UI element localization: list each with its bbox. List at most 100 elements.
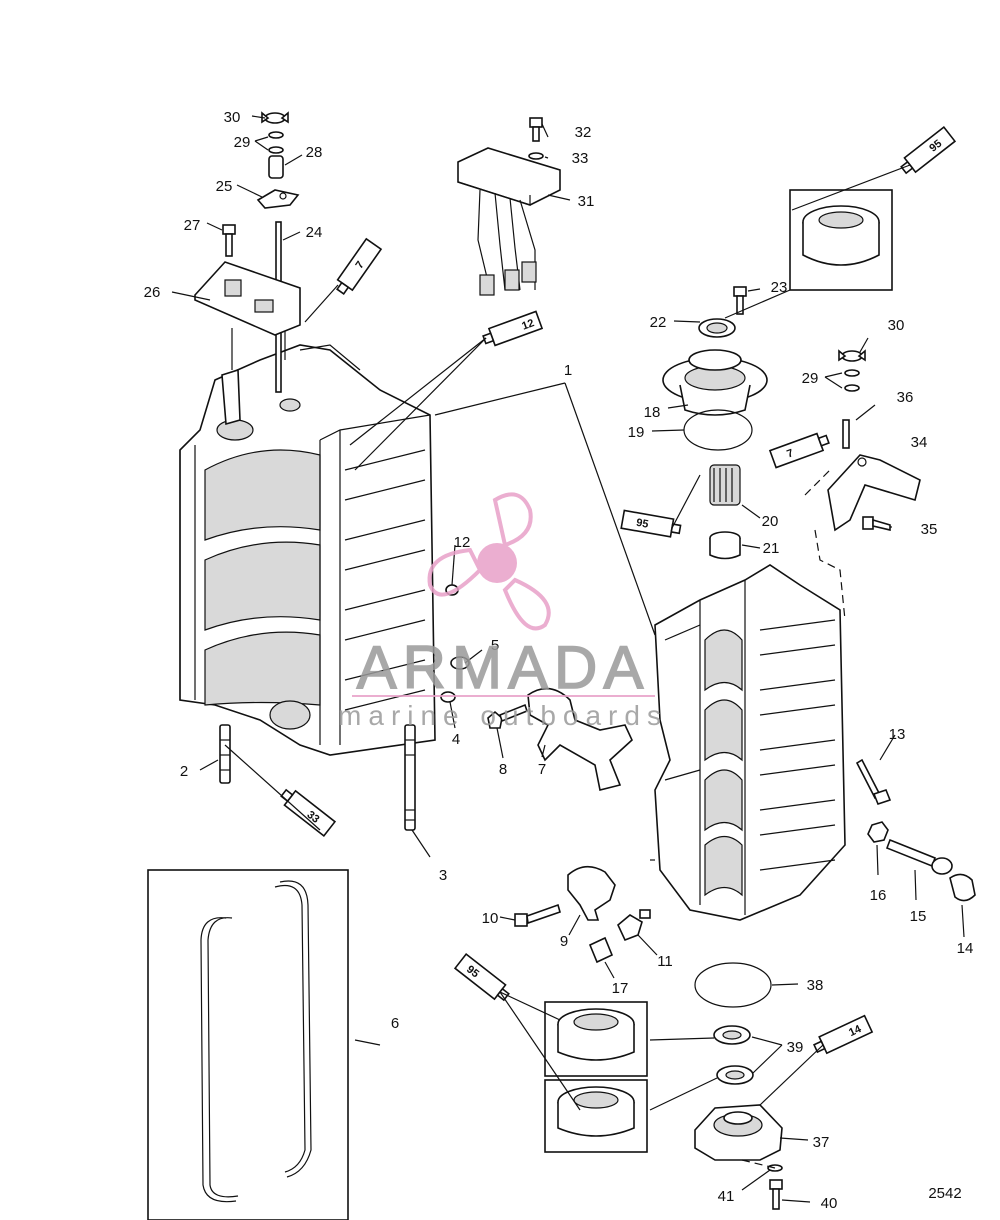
wing-nut-30-right xyxy=(838,349,866,362)
callout-9: 9 xyxy=(560,933,568,950)
crankcase-cover-right xyxy=(654,564,846,921)
propeller-hub-icon xyxy=(477,543,517,583)
callout-38: 38 xyxy=(807,977,824,994)
seals-39 xyxy=(713,1025,754,1085)
screw-40 xyxy=(769,1179,783,1210)
lower-end-cap xyxy=(694,1104,783,1161)
callout-3: 3 xyxy=(439,867,447,884)
sealant-tube-label: 33 xyxy=(305,809,322,826)
callout-19: 19 xyxy=(628,424,645,441)
sealant-tube-95-top: 95 xyxy=(900,126,957,175)
callout-31: 31 xyxy=(578,193,595,210)
pin-36 xyxy=(842,419,850,449)
screw-23 xyxy=(733,286,747,315)
callout-13: 13 xyxy=(889,726,906,743)
dashed-guide xyxy=(741,1159,776,1169)
callouts: 1 2 3 4 5 6 7 8 9 10 11 12 12 13 14 15 1… xyxy=(144,109,974,1212)
sealant-tube-label: 95 xyxy=(927,138,944,155)
callout-18: 18 xyxy=(644,404,661,421)
propeller-blade-icon xyxy=(492,492,533,548)
callout-6: 6 xyxy=(391,1015,399,1032)
figure-number: 2542 xyxy=(928,1185,961,1202)
leader-lines xyxy=(171,115,965,1203)
callout-30-right: 30 xyxy=(888,317,905,334)
screw-32 xyxy=(529,117,543,142)
sealant-tube-12: 12 xyxy=(482,310,544,347)
callout-29-right: 29 xyxy=(802,370,819,387)
bearing-carrier-7 xyxy=(527,687,633,791)
sealant-tube-7-right: 7 xyxy=(768,432,830,469)
plate-26 xyxy=(194,261,301,370)
callout-36: 36 xyxy=(897,389,914,406)
module-31 xyxy=(457,147,561,296)
callout-23: 23 xyxy=(771,279,788,296)
washer-29-right-b xyxy=(844,384,860,392)
callout-1: 1 xyxy=(564,362,572,379)
sealant-tube-label: 12 xyxy=(520,317,536,332)
sleeve-21 xyxy=(709,531,741,560)
spacer-28 xyxy=(268,155,284,179)
callout-10: 10 xyxy=(482,910,499,927)
callout-20: 20 xyxy=(762,513,779,530)
callout-15: 15 xyxy=(910,908,927,925)
seal-strip-inset xyxy=(147,869,349,1220)
callout-26: 26 xyxy=(144,284,161,301)
callout-24: 24 xyxy=(306,224,323,241)
cylinder-block-left xyxy=(179,330,436,756)
propeller-blade-icon xyxy=(427,547,483,597)
fitting-11 xyxy=(617,909,651,942)
wing-nut-30-left xyxy=(261,111,289,124)
sealant-tube-label: 95 xyxy=(464,963,481,980)
callout-41: 41 xyxy=(718,1188,735,1205)
callout-4: 4 xyxy=(452,731,460,748)
stud-3 xyxy=(404,724,416,831)
callout-2: 2 xyxy=(180,763,188,780)
roller-bearing-20 xyxy=(709,464,741,506)
plug-17 xyxy=(588,936,614,964)
propeller-blade-icon xyxy=(502,577,551,631)
sealant-tube-95-mid: 95 xyxy=(620,509,682,538)
upper-seal-inset xyxy=(789,189,893,291)
screw-13 xyxy=(855,758,892,805)
sealant-tube-label: 95 xyxy=(635,517,649,531)
callout-25: 25 xyxy=(216,178,233,195)
nut-16 xyxy=(867,821,889,843)
o-ring-19 xyxy=(683,409,753,451)
callout-30-left: 30 xyxy=(224,109,241,126)
sealant-tube-label: 7 xyxy=(353,259,366,271)
callout-32: 32 xyxy=(575,124,592,141)
callout-11: 11 xyxy=(657,953,673,970)
o-ring-38 xyxy=(694,962,772,1008)
callout-7: 7 xyxy=(538,761,546,778)
upper-end-cap xyxy=(662,318,768,416)
stud-2 xyxy=(219,724,231,784)
callout-39: 39 xyxy=(787,1039,804,1056)
lower-seal-inset-bottom xyxy=(544,1079,648,1153)
callout-34: 34 xyxy=(911,434,928,451)
callout-12a: 12 xyxy=(454,534,471,551)
callout-27: 27 xyxy=(184,217,201,234)
dowel-5 xyxy=(450,656,470,670)
bracket-34 xyxy=(804,454,921,621)
callout-5: 5 xyxy=(491,637,499,654)
screw-35 xyxy=(862,516,891,532)
callout-22: 22 xyxy=(650,314,667,331)
callout-29-left: 29 xyxy=(234,134,251,151)
callout-17: 17 xyxy=(612,980,629,997)
sealant-tube-label: 7 xyxy=(785,447,795,460)
bearing-carrier-9 xyxy=(567,865,616,921)
washer-29-left-a xyxy=(268,131,284,139)
bolt-15 xyxy=(885,838,953,875)
callout-14: 14 xyxy=(957,940,974,957)
sealant-tube-14: 14 xyxy=(812,1014,874,1055)
callout-37: 37 xyxy=(813,1134,830,1151)
clamp-25 xyxy=(256,189,300,209)
screw-10 xyxy=(514,903,561,927)
washer-29-left-b xyxy=(268,146,284,154)
cap-14 xyxy=(949,873,976,902)
sealant-tube-33: 33 xyxy=(280,788,337,837)
callout-40: 40 xyxy=(821,1195,838,1212)
callout-8: 8 xyxy=(499,761,507,778)
sealant-tube-label: 14 xyxy=(847,1023,864,1039)
